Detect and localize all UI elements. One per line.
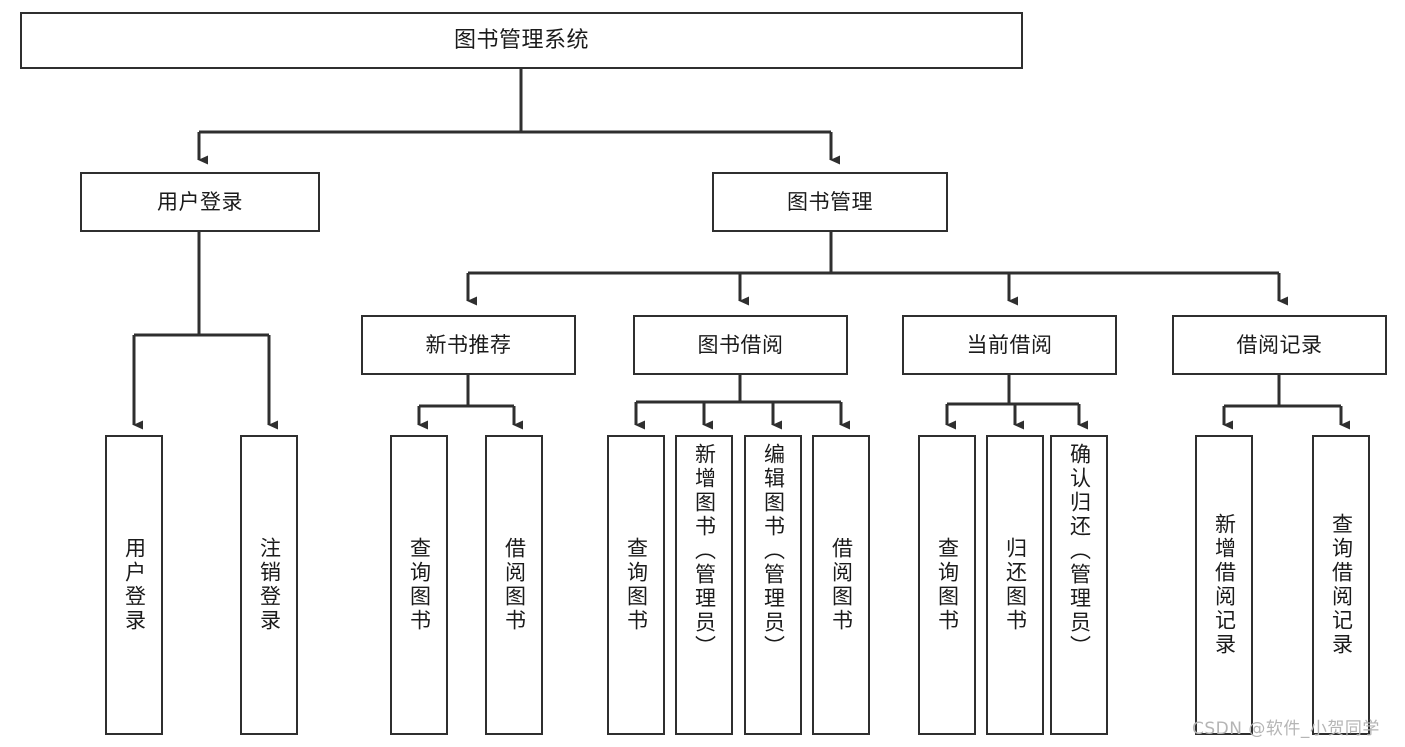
node-book-management[interactable]: 图书管理 [712, 172, 948, 232]
node-leaf-confirm-return-label: 确认归还（管理员） [1067, 443, 1092, 659]
node-leaf-query-book-3[interactable]: 查询图书 [918, 435, 976, 735]
node-user-login-label: 用户登录 [157, 189, 243, 214]
node-leaf-user-login-label: 用户登录 [122, 537, 147, 633]
node-book-borrow-label: 图书借阅 [697, 332, 784, 357]
node-book-management-label: 图书管理 [787, 189, 873, 214]
node-borrow-record[interactable]: 借阅记录 [1172, 315, 1387, 375]
node-leaf-borrow-book-1-label: 借阅图书 [502, 537, 527, 633]
node-leaf-add-book[interactable]: 新增图书（管理员） [675, 435, 733, 735]
node-leaf-confirm-return[interactable]: 确认归还（管理员） [1050, 435, 1108, 735]
node-leaf-query-record[interactable]: 查询借阅记录 [1312, 435, 1370, 735]
node-leaf-borrow-book-1[interactable]: 借阅图书 [485, 435, 543, 735]
node-leaf-query-book-3-label: 查询图书 [935, 537, 960, 633]
node-borrow-record-label: 借阅记录 [1236, 332, 1323, 357]
node-leaf-return-book[interactable]: 归还图书 [986, 435, 1044, 735]
node-leaf-return-book-label: 归还图书 [1003, 537, 1028, 633]
watermark-text: CSDN @软件_小贺同学 [1192, 719, 1380, 739]
node-leaf-edit-book-label: 编辑图书（管理员） [761, 443, 786, 659]
node-leaf-user-login[interactable]: 用户登录 [105, 435, 163, 735]
node-leaf-query-book-2-label: 查询图书 [624, 537, 649, 633]
node-leaf-edit-book[interactable]: 编辑图书（管理员） [744, 435, 802, 735]
node-root-label: 图书管理系统 [453, 27, 589, 53]
node-current-borrow[interactable]: 当前借阅 [902, 315, 1117, 375]
node-leaf-query-book-1-label: 查询图书 [407, 537, 432, 633]
node-leaf-query-record-label: 查询借阅记录 [1329, 513, 1354, 657]
node-current-borrow-label: 当前借阅 [966, 332, 1053, 357]
node-leaf-add-record[interactable]: 新增借阅记录 [1195, 435, 1253, 735]
node-new-book-recommend[interactable]: 新书推荐 [361, 315, 576, 375]
node-root[interactable]: 图书管理系统 [20, 12, 1023, 69]
node-leaf-add-book-label: 新增图书（管理员） [692, 443, 717, 659]
node-leaf-query-book-2[interactable]: 查询图书 [607, 435, 665, 735]
node-leaf-borrow-book-2-label: 借阅图书 [829, 537, 854, 633]
node-new-book-recommend-label: 新书推荐 [425, 332, 512, 357]
node-leaf-borrow-book-2[interactable]: 借阅图书 [812, 435, 870, 735]
node-user-login[interactable]: 用户登录 [80, 172, 320, 232]
node-leaf-user-logout-label: 注销登录 [257, 537, 282, 633]
node-book-borrow[interactable]: 图书借阅 [633, 315, 848, 375]
node-leaf-add-record-label: 新增借阅记录 [1212, 513, 1237, 657]
node-leaf-user-logout[interactable]: 注销登录 [240, 435, 298, 735]
node-leaf-query-book-1[interactable]: 查询图书 [390, 435, 448, 735]
